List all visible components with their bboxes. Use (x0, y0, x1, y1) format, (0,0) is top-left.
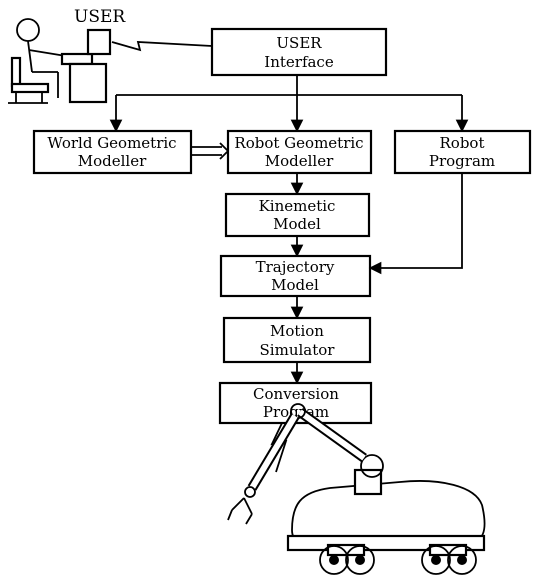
user-label: USER (74, 7, 126, 27)
svg-text:Trajectory: Trajectory (256, 258, 335, 276)
robot-program-box: Robot Program (393, 129, 532, 175)
svg-text:Kinemetic: Kinemetic (259, 197, 336, 215)
robot-geometric-modeller-box: Robot Geometric Modeller (226, 129, 373, 175)
user-interface-box: USER Interface (210, 27, 388, 77)
svg-text:Simulator: Simulator (260, 341, 336, 359)
svg-text:Interface: Interface (264, 53, 334, 71)
svg-text:USER: USER (276, 34, 322, 52)
svg-text:Robot Geometric: Robot Geometric (234, 134, 363, 152)
svg-text:Program: Program (429, 152, 495, 170)
trajectory-model-box: Trajectory Model (219, 254, 372, 298)
world-geometric-modeller-box: World Geometric Modeller (32, 129, 193, 175)
motion-simulator-box: Motion Simulator (222, 316, 372, 364)
kinemetic-model-box: Kinemetic Model (224, 192, 371, 238)
lightning-link-icon (111, 41, 213, 52)
mobile-robot-arm-icon (227, 403, 486, 575)
svg-text:Conversion: Conversion (253, 385, 339, 403)
svg-text:Modeller: Modeller (78, 152, 147, 170)
svg-text:Modeller: Modeller (265, 152, 334, 170)
svg-text:Motion: Motion (270, 322, 324, 340)
svg-text:World Geometric: World Geometric (47, 134, 176, 152)
user-at-terminal-icon: USER (8, 7, 126, 104)
svg-text:Robot: Robot (440, 134, 485, 152)
svg-text:Model: Model (271, 276, 319, 294)
svg-text:Model: Model (273, 215, 321, 233)
